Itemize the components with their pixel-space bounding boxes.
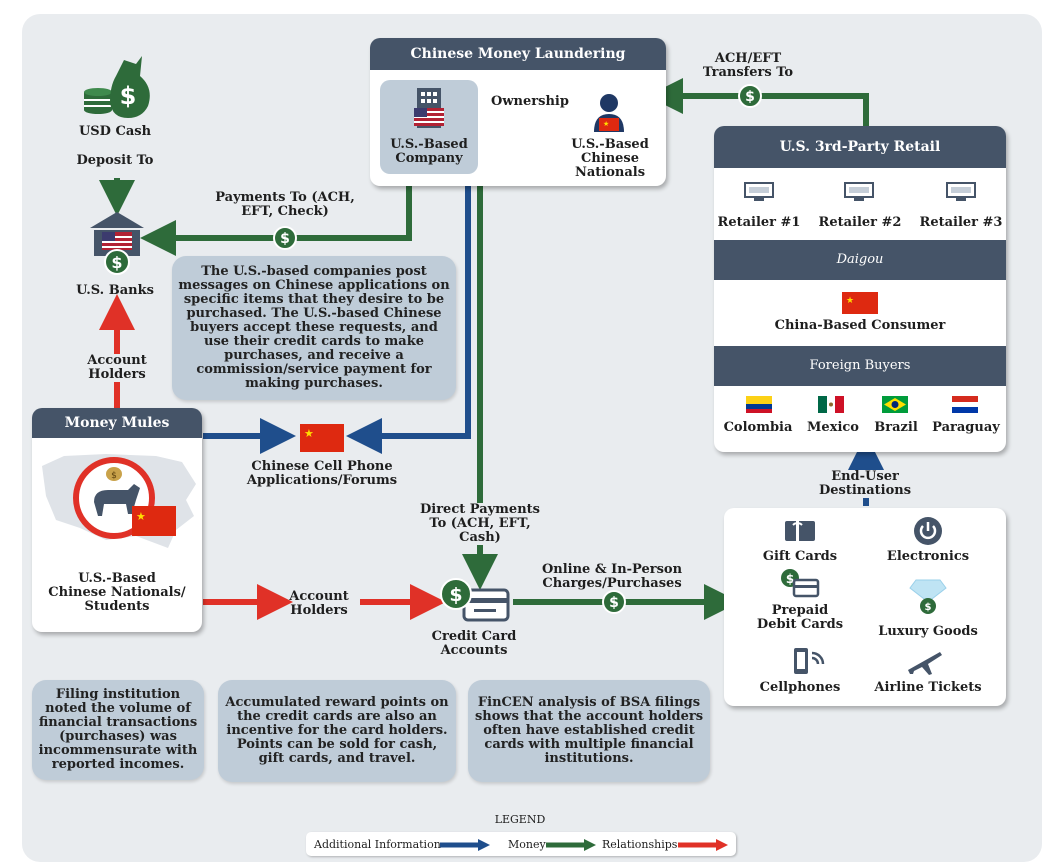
svg-text:$: $ <box>925 602 932 613</box>
arrow-company-to-apps <box>346 186 471 454</box>
arrow-payments-to-banks <box>140 186 412 256</box>
china-flag-icon: ★ <box>842 292 878 314</box>
paraguay-flag-icon <box>952 396 978 413</box>
legend-additional-arrow <box>440 839 490 851</box>
online-charges-label: Online & In-Person Charges/Purchases <box>541 562 683 591</box>
dest-luxury: Luxury Goods <box>878 624 978 639</box>
usd-cash-label: USD Cash <box>78 124 152 139</box>
cellphone-icon <box>794 648 825 674</box>
svg-text:★: ★ <box>136 510 146 523</box>
colombia-flag-icon <box>746 396 772 413</box>
note-filing: Filing institution noted the volume of f… <box>32 680 204 780</box>
svg-text:★: ★ <box>304 427 314 440</box>
payments-to-label: Payments To (ACH, EFT, Check) <box>215 190 355 219</box>
legend-relationships-arrow <box>678 839 728 851</box>
dest-airline: Airline Tickets <box>874 680 982 695</box>
daigou-label: Daigou <box>836 252 884 267</box>
legend-money-label: Money <box>508 838 546 851</box>
retailer-1-label: Retailer #1 <box>717 215 801 230</box>
nationals-label: U.S.-Based Chinese Nationals <box>571 137 649 180</box>
svg-text:★: ★ <box>846 296 854 306</box>
svg-text:$: $ <box>120 82 137 110</box>
dollar-badge-icon: $ <box>602 590 626 614</box>
dest-electronics: Electronics <box>886 549 970 564</box>
bank-icon: $ <box>90 212 144 275</box>
laundering-panel: Chinese Money Laundering <box>370 38 666 186</box>
svg-text:$: $ <box>449 584 462 606</box>
usa-map-icon: $ ★ <box>42 454 196 548</box>
legend-box <box>306 832 736 856</box>
dest-prepaid: Prepaid Debit Cards <box>756 603 844 632</box>
ownership-label: Ownership <box>491 94 569 109</box>
account-holders-right-label: Account Holders <box>289 589 349 618</box>
note-companies: The U.S.-based companies post messages o… <box>172 256 456 400</box>
power-icon <box>914 517 942 545</box>
company-label: U.S.-Based Company <box>390 137 468 166</box>
svg-text:$: $ <box>111 253 122 272</box>
mules-caption: U.S.-Based Chinese Nationals/ Students <box>48 571 186 614</box>
deposit-to-label: Deposit To <box>76 153 154 168</box>
person-icon: ★ <box>594 94 624 132</box>
laundering-title: Chinese Money Laundering <box>370 38 666 70</box>
office-building-icon <box>414 88 444 128</box>
svg-text:$: $ <box>280 231 290 247</box>
cell-apps-label: Chinese Cell Phone Applications/Forums <box>246 459 398 488</box>
prepaid-card-icon: $ <box>781 569 820 598</box>
brazil-flag-icon <box>882 396 908 413</box>
country-brazil: Brazil <box>874 420 918 435</box>
gift-card-icon <box>785 521 815 541</box>
legend-relationships-label: Relationships <box>602 838 678 851</box>
credit-card-icon: $ <box>440 578 510 622</box>
retailer-3-label: Retailer #3 <box>919 215 1003 230</box>
china-flag-icon: ★ <box>300 424 344 452</box>
mules-title: Money Mules <box>32 408 202 438</box>
country-mexico: Mexico <box>807 420 859 435</box>
foreign-buyers-label: Foreign Buyers <box>809 358 911 373</box>
svg-text:$: $ <box>609 595 619 611</box>
svg-text:$: $ <box>111 471 117 481</box>
website-icon <box>946 182 976 201</box>
website-icon <box>744 182 774 201</box>
note-reward: Accumulated reward points on the credit … <box>218 680 456 782</box>
retail-title: U.S. 3rd-Party Retail <box>714 126 1006 168</box>
airplane-icon <box>908 652 942 675</box>
legend-additional-label: Additional Information <box>314 838 441 851</box>
diamond-icon: $ <box>909 579 947 614</box>
destinations-panel <box>724 508 1006 706</box>
dollar-badge-icon: $ <box>738 84 762 108</box>
credit-cards-label: Credit Card Accounts <box>431 629 517 658</box>
note-fincen: FinCEN analysis of BSA filings shows tha… <box>468 680 710 782</box>
ach-transfers-label: ACH/EFT Transfers To <box>702 51 794 80</box>
dest-gift-cards: Gift Cards <box>762 549 838 564</box>
svg-text:$: $ <box>786 572 794 586</box>
legend-title: LEGEND <box>494 813 546 826</box>
retailer-2-label: Retailer #2 <box>818 215 902 230</box>
dollar-badge-icon: $ <box>273 226 297 250</box>
china-consumer-label: China-Based Consumer <box>774 318 946 333</box>
direct-payments-label: Direct Payments To (ACH, EFT, Cash) <box>412 503 548 545</box>
mexico-flag-icon <box>818 396 844 413</box>
svg-text:★: ★ <box>603 120 609 128</box>
website-icon <box>844 182 874 201</box>
foreign-buyers-band: Foreign Buyers <box>714 346 1006 386</box>
end-user-label: End-User Destinations <box>810 470 920 498</box>
daigou-band: Daigou <box>714 240 1006 280</box>
country-paraguay: Paraguay <box>932 420 1000 435</box>
dest-cellphones: Cellphones <box>759 680 841 695</box>
money-bag-icon: $ <box>84 56 150 118</box>
country-colombia: Colombia <box>723 420 793 435</box>
arrow-retail-to-nationals <box>647 78 869 126</box>
us-banks-label: U.S. Banks <box>76 283 154 298</box>
svg-text:$: $ <box>745 89 755 105</box>
legend-money-arrow <box>546 839 596 851</box>
account-holders-up-label: Account Holders <box>78 354 156 382</box>
